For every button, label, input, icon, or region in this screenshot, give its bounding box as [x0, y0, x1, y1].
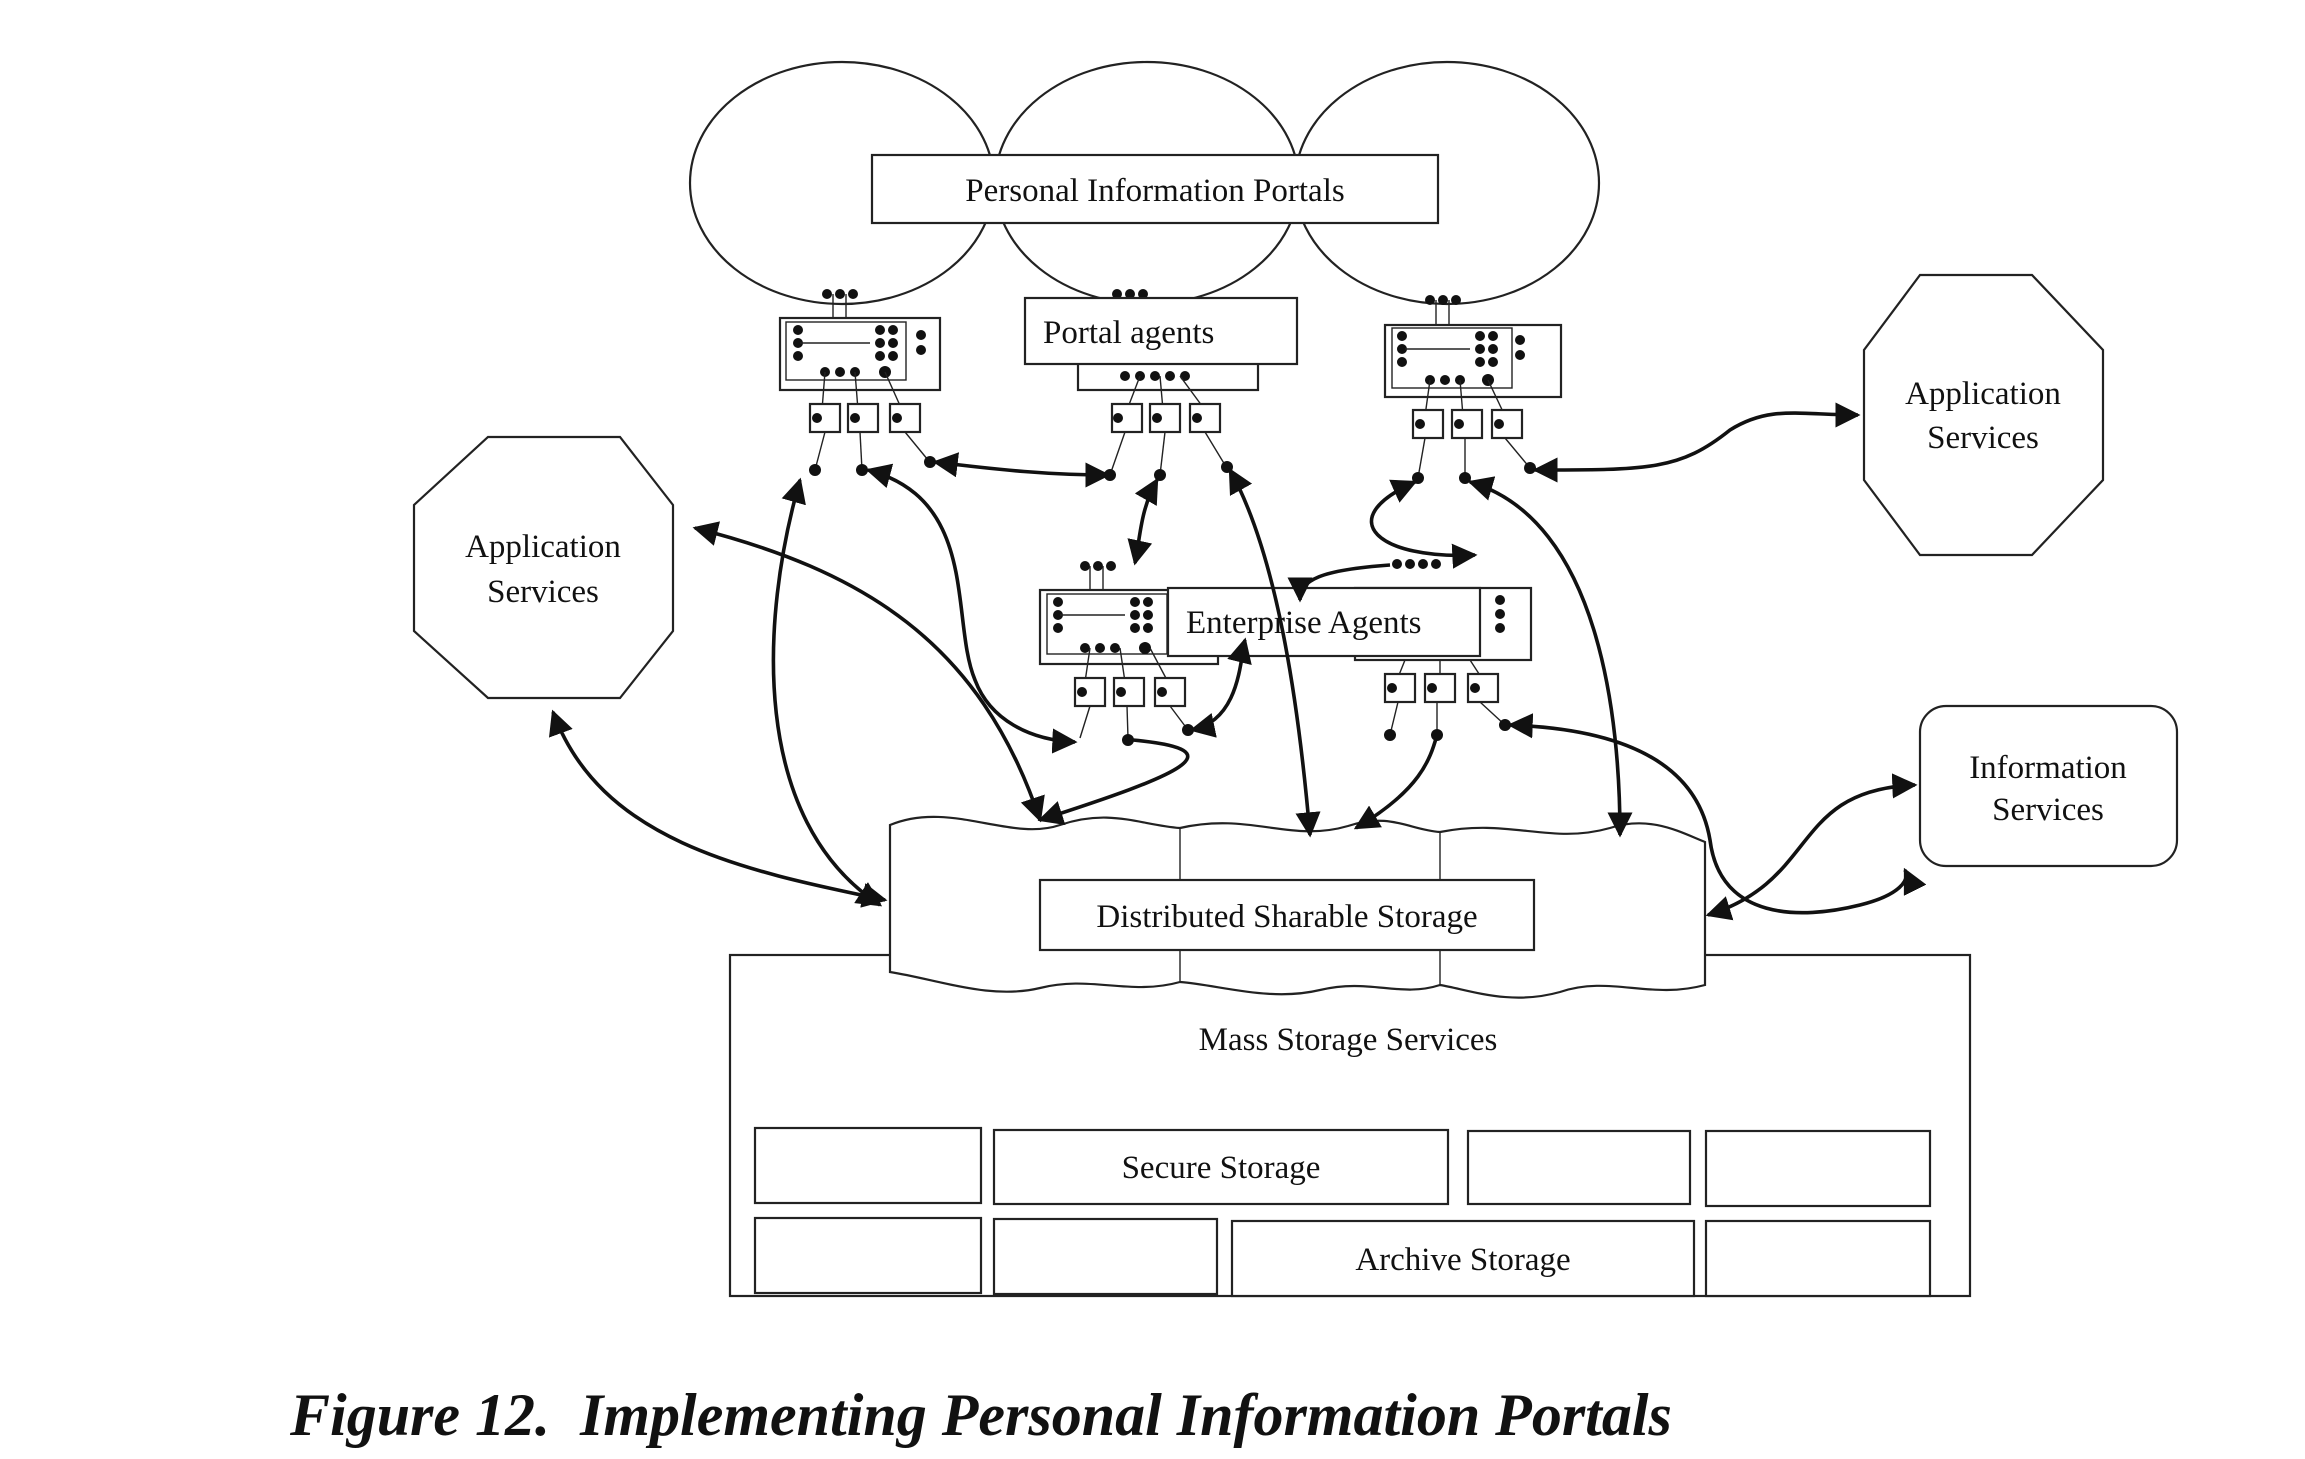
link-app-left-to-storage	[549, 709, 888, 908]
distributed-storage-label: Distributed Sharable Storage	[1096, 899, 1477, 935]
secure-storage-label: Secure Storage	[1122, 1150, 1321, 1186]
link-pa1-to-pa2	[932, 452, 1111, 488]
information-services: Information Services	[1918, 704, 2179, 868]
app-services-left-line1: Application	[465, 529, 621, 565]
app-services-left-line2: Services	[487, 574, 599, 610]
link-storage-to-info-services	[1705, 773, 1918, 921]
figure-caption: Figure 12. Implementing Personal Informa…	[289, 1382, 1672, 1448]
distributed-sharable-storage: Distributed Sharable Storage	[888, 815, 1707, 999]
app-services-right-line1: Application	[1905, 376, 2061, 412]
link-app-left-to-storage-curve	[692, 521, 1045, 823]
link-ea2-to-pa2	[1287, 563, 1391, 603]
link-ea1-loop	[1189, 637, 1252, 738]
portals-label: Personal Information Portals	[965, 173, 1344, 209]
info-services-line2: Services	[1992, 792, 2104, 828]
link-ea2-to-storage	[1353, 734, 1439, 830]
portal-agent-cluster-3	[1383, 295, 1563, 479]
mass-storage-label: Mass Storage Services	[1199, 1022, 1498, 1058]
link-pa2-to-storage	[1228, 467, 1321, 838]
archive-storage-box	[1230, 1219, 1696, 1298]
connections	[549, 402, 1927, 921]
application-services-left: Application Services	[412, 435, 675, 700]
portal-ellipses: Personal Information Portals	[688, 60, 1601, 306]
link-pa1-to-ea1	[865, 463, 1078, 754]
link-pa3-to-ea2	[1369, 479, 1478, 569]
archive-storage-label: Archive Storage	[1355, 1242, 1570, 1278]
info-services-line1: Information	[1969, 750, 2127, 786]
link-ea1-to-storage	[1037, 738, 1190, 826]
link-pa2-to-ea1	[1127, 477, 1159, 566]
distributed-storage-label-box	[1038, 878, 1536, 952]
portals-label-box	[870, 153, 1440, 225]
link-pa3-to-app-right	[1532, 402, 1861, 483]
portal-agent-cluster-2: Portal agents	[1023, 289, 1299, 476]
link-pa1-to-storage	[771, 477, 883, 907]
portal-agent-cluster-1	[778, 289, 942, 471]
app-services-right-line2: Services	[1927, 420, 2039, 456]
portal-agents-label: Portal agents	[1043, 315, 1214, 351]
mass-storage-services: Mass Storage Services Secure Storage Arc…	[728, 953, 1972, 1298]
enterprise-agents-label: Enterprise Agents	[1186, 605, 1422, 641]
secure-storage-box	[992, 1128, 1450, 1206]
portal-agents-label-box	[1023, 296, 1299, 366]
application-services-right: Application Services	[1862, 273, 2105, 557]
